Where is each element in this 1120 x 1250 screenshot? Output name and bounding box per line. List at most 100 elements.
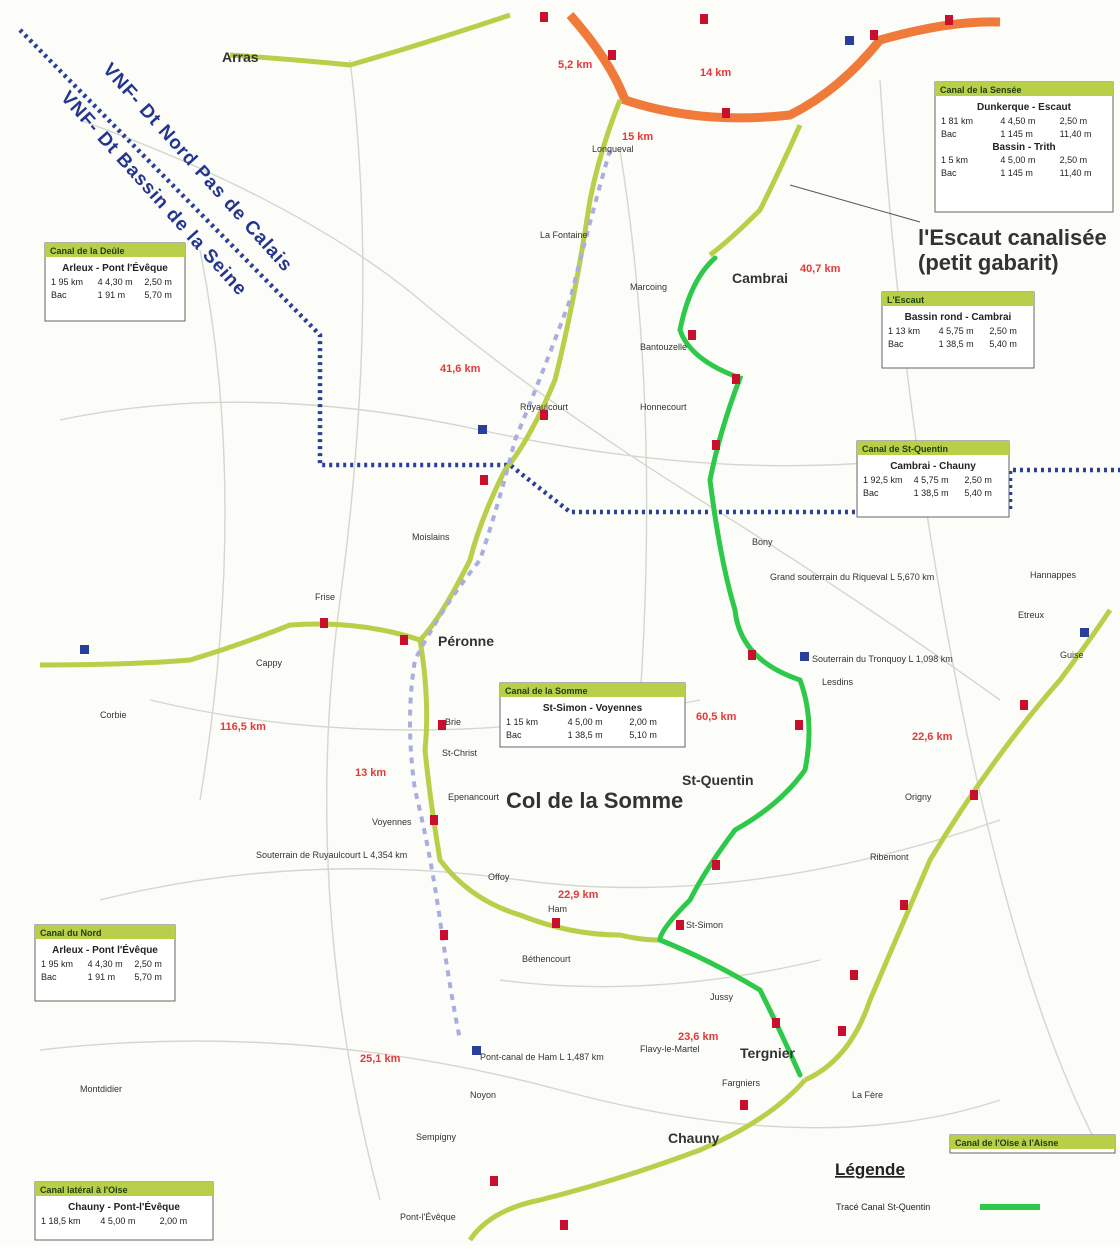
info-box-cell: 5,10 m [629,730,657,740]
km-label: 40,7 km [800,263,841,275]
place-honnecourt: Honnecourt [640,402,687,412]
info-box-cell: 1 92,5 km [863,475,903,485]
info-box-header [500,683,685,697]
info-box-title: Chauny - Pont-l'Évêque [68,1200,180,1213]
info-box-cell: 5,40 m [989,339,1017,349]
place-voyennes: Voyennes [372,817,412,827]
km-label: 116,5 km [220,721,266,733]
info-box-cell: Bac [51,290,67,300]
info-box-cell: 1 95 km [51,277,83,287]
place-frise: Frise [315,592,335,602]
place-origny: Origny [905,792,932,802]
orange-canal-route [566,12,1001,123]
info-box-cell: Bac [888,339,904,349]
city-tergnier: Tergnier [740,1045,796,1061]
place-flavy-le-martel: Flavy-le-Martel [640,1044,700,1054]
info-box [934,81,1114,213]
info-box-head: Canal de la Deûle [50,246,125,256]
info-box-cell: 1 38,5 m [939,339,974,349]
tunnel-ruyaulcourt-label: Souterrain de Ruyaulcourt L 4,354 km [256,850,407,860]
info-box-cell: 2,50 m [964,475,992,485]
info-box-cell: 5,70 m [144,290,172,300]
legend-title: Légende [835,1160,905,1179]
info-box-cell: 4 4,30 m [98,277,133,287]
escaut-leader-line [789,184,921,223]
info-box-head: L'Escaut [887,295,924,305]
info-box-cell: 11,40 m [1060,129,1092,139]
col-somme-label: Col de la Somme [506,788,683,813]
escaut-label-2: (petit gabarit) [918,250,1059,275]
info-box-cell: Bac [863,488,879,498]
info-box-header [35,1182,213,1196]
info-box-cell: 1 145 m [1000,129,1033,139]
roads [39,59,1101,1201]
place-sempigny: Sempigny [416,1132,457,1142]
info-box-header [35,925,175,939]
lilac-canal-route [408,149,612,1041]
info-box-header [882,292,1034,306]
place-cappy: Cappy [256,658,283,668]
info-box-head: Canal de St-Quentin [862,444,948,454]
place-corbie: Corbie [100,710,127,720]
city-chauny: Chauny [668,1130,720,1146]
info-box-header [950,1135,1115,1149]
info-box-cell: 2,00 m [629,717,657,727]
place-guise: Guise [1060,650,1084,660]
info-box-title: Arleux - Pont l'Évêque [52,943,158,956]
place-lonqueval: Lonqueval [592,144,634,154]
info-box-title: Bassin - Trith [992,142,1055,153]
place-la-fontaine: La Fontaine [540,230,588,240]
place-la-fere: La Fère [852,1090,883,1100]
city-st-quentin: St-Quentin [682,772,754,788]
info-box-cell: 2,50 m [134,959,162,969]
km-label: 60,5 km [696,711,737,723]
city-cambrai: Cambrai [732,270,788,286]
km-label: 5,2 km [558,59,592,71]
info-box-cell: Bac [941,168,957,178]
info-box-head: Canal de la Somme [505,686,588,696]
km-label: 41,6 km [440,363,481,375]
km-label: 15 km [622,131,653,143]
info-box-cell: 2,50 m [1060,116,1088,126]
info-box-cell: 2,50 m [1060,155,1088,165]
info-box-cell: Bac [506,730,522,740]
tunnel-riqueval-label: Grand souterrain du Riqueval L 5,670 km [770,572,934,582]
info-box-cell: 1 38,5 m [568,730,603,740]
info-box-head: Canal latéral à l'Oise [40,1185,128,1195]
info-box-cell: 1 38,5 m [914,488,949,498]
place-moislains: Moislains [412,532,450,542]
info-box-cell: 5,70 m [134,972,162,982]
info-box-head: Canal de la Sensée [940,85,1022,95]
km-label: 13 km [355,767,386,779]
info-box-cell: 1 81 km [941,116,973,126]
info-box-header [45,243,185,257]
vnf-boundary-line [18,28,1120,515]
info-box-cell: 1 145 m [1000,168,1033,178]
info-box-title: Arleux - Pont l'Évêque [62,261,168,274]
info-box-cell: 4 5,00 m [568,717,603,727]
place-bethencourt: Béthencourt [522,954,571,964]
city-peronne: Péronne [438,633,494,649]
place-noyon: Noyon [470,1090,496,1100]
place-offoy: Offoy [488,872,510,882]
pont-canal-label: Pont-canal de Ham L 1,487 km [480,1052,604,1062]
info-box-title: Dunkerque - Escaut [977,102,1072,113]
info-box-cell: 1 91 m [98,290,126,300]
info-box-cell: 4 5,75 m [939,326,974,336]
place-epenancourt: Epenancourt [448,792,500,802]
km-label: 23,6 km [678,1031,719,1043]
info-box-cell: 2,00 m [160,1216,188,1226]
info-box-cell: 4 4,50 m [1000,116,1035,126]
info-box-cell: 2,50 m [989,326,1017,336]
info-box-cell: 1 91 m [88,972,116,982]
info-box-head: Canal du Nord [40,928,102,938]
info-box-cell: 1 18,5 km [41,1216,81,1226]
info-box-header [935,82,1113,96]
info-box-header [857,441,1009,455]
info-box-cell: 4 5,00 m [100,1216,135,1226]
place-hannappes: Hannappes [1030,570,1077,580]
place-ribemont: Ribemont [870,852,909,862]
